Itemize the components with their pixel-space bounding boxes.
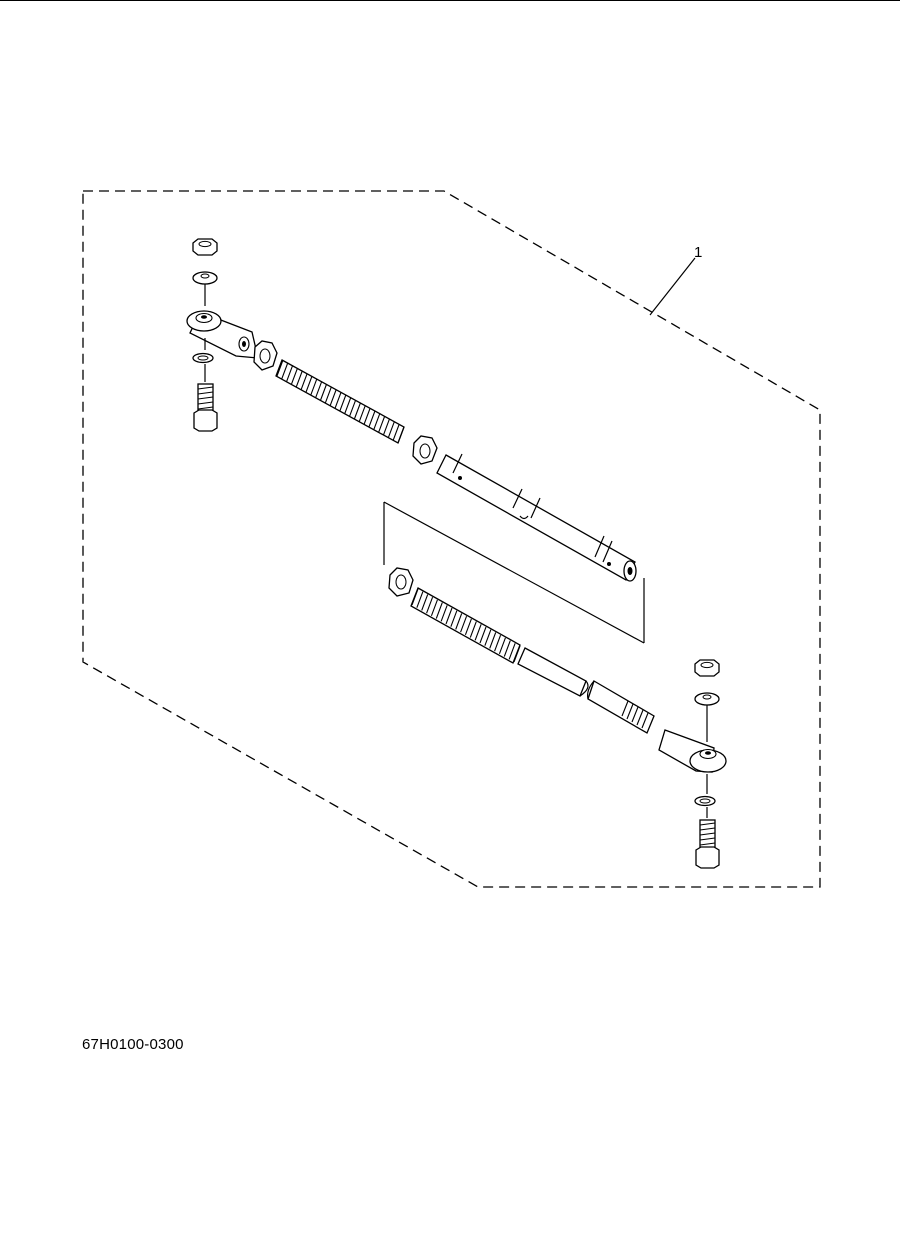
callout-leader-line bbox=[649, 257, 696, 316]
callout-number: 1 bbox=[694, 244, 702, 261]
upper-rod-end bbox=[186, 310, 259, 359]
lower-rod-end bbox=[658, 729, 727, 773]
kit-boundary bbox=[82, 190, 821, 888]
lower-threaded-rod bbox=[410, 587, 521, 664]
lower-jam-nut bbox=[388, 567, 414, 597]
upper-jam-nut bbox=[253, 340, 278, 371]
lower-nut bbox=[694, 659, 720, 677]
upper-bolt bbox=[193, 383, 218, 432]
lower-lock-washer bbox=[694, 795, 716, 807]
lower-washer bbox=[694, 692, 720, 706]
upper-threaded-rod bbox=[275, 359, 405, 444]
top-border-line bbox=[0, 0, 900, 1]
upper-nut bbox=[192, 238, 218, 256]
middle-jam-nut bbox=[412, 435, 438, 465]
part-code-label: 67H0100-0300 bbox=[82, 1036, 184, 1053]
lower-shaft bbox=[517, 647, 655, 734]
lower-bolt bbox=[695, 819, 720, 869]
connecting-sleeve bbox=[436, 453, 637, 582]
upper-washer bbox=[192, 271, 218, 285]
assembly-bracket bbox=[383, 501, 645, 644]
upper-lock-washer bbox=[192, 352, 214, 364]
